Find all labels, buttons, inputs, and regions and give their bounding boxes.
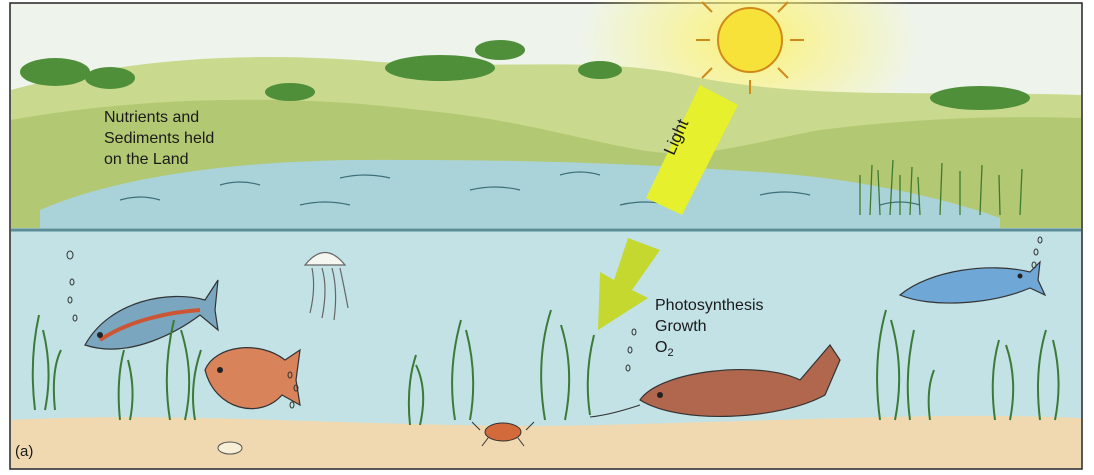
- oxygen-symbol: O: [655, 339, 667, 356]
- panel-label: (a): [15, 443, 33, 460]
- photosynthesis-line: Photosynthesis: [655, 295, 764, 316]
- oxygen-line: O2: [655, 337, 764, 364]
- shell: [218, 442, 242, 454]
- land-label-line-1: Nutrients and: [104, 107, 214, 128]
- land-label-line-3: on the Land: [104, 149, 214, 170]
- photosynthesis-label: Photosynthesis Growth O2: [655, 295, 764, 364]
- land-nutrients-label: Nutrients and Sediments held on the Land: [104, 107, 214, 170]
- land-label-line-2: Sediments held: [104, 128, 214, 149]
- oxygen-subscript: 2: [667, 347, 673, 359]
- growth-line: Growth: [655, 316, 764, 337]
